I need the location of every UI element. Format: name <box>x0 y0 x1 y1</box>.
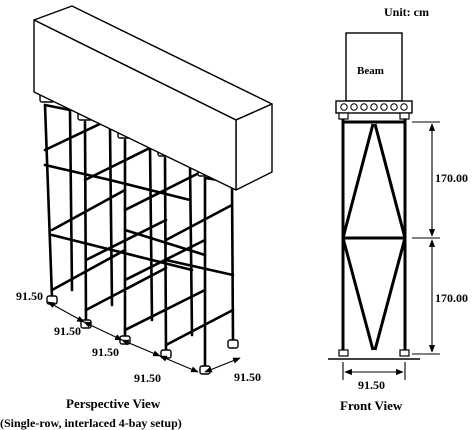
front-height-dimension <box>412 121 440 355</box>
front-height-dim-2: 170.00 <box>435 291 468 305</box>
front-head-holes <box>340 103 408 111</box>
front-frame <box>341 114 407 352</box>
front-width-dim: 91.50 <box>358 378 385 392</box>
perspective-beam <box>33 5 273 191</box>
perspective-dim-4: 91.50 <box>134 371 161 385</box>
perspective-view: 91.50 91.50 91.50 91.50 91.50 Perspectiv… <box>0 5 273 430</box>
front-beam <box>345 32 403 102</box>
perspective-note: (Single-row, interlaced 4-bay setup) <box>0 416 182 430</box>
perspective-dimension-lines <box>47 301 241 373</box>
front-jacks <box>338 112 410 357</box>
front-height-dim-1: 170.00 <box>435 171 468 185</box>
unit-label: Unit: cm <box>384 5 429 19</box>
perspective-caption: Perspective View <box>66 396 161 411</box>
perspective-frame <box>43 103 235 370</box>
perspective-dim-2: 91.50 <box>54 324 81 338</box>
perspective-dim-3: 91.50 <box>92 345 119 359</box>
perspective-dim-5: 91.50 <box>234 370 261 384</box>
front-view: Unit: cm Beam <box>328 5 468 413</box>
beam-label: Beam <box>357 65 384 77</box>
front-caption: Front View <box>340 398 403 413</box>
perspective-dim-1: 91.50 <box>16 289 43 303</box>
front-width-dimension <box>342 362 406 380</box>
